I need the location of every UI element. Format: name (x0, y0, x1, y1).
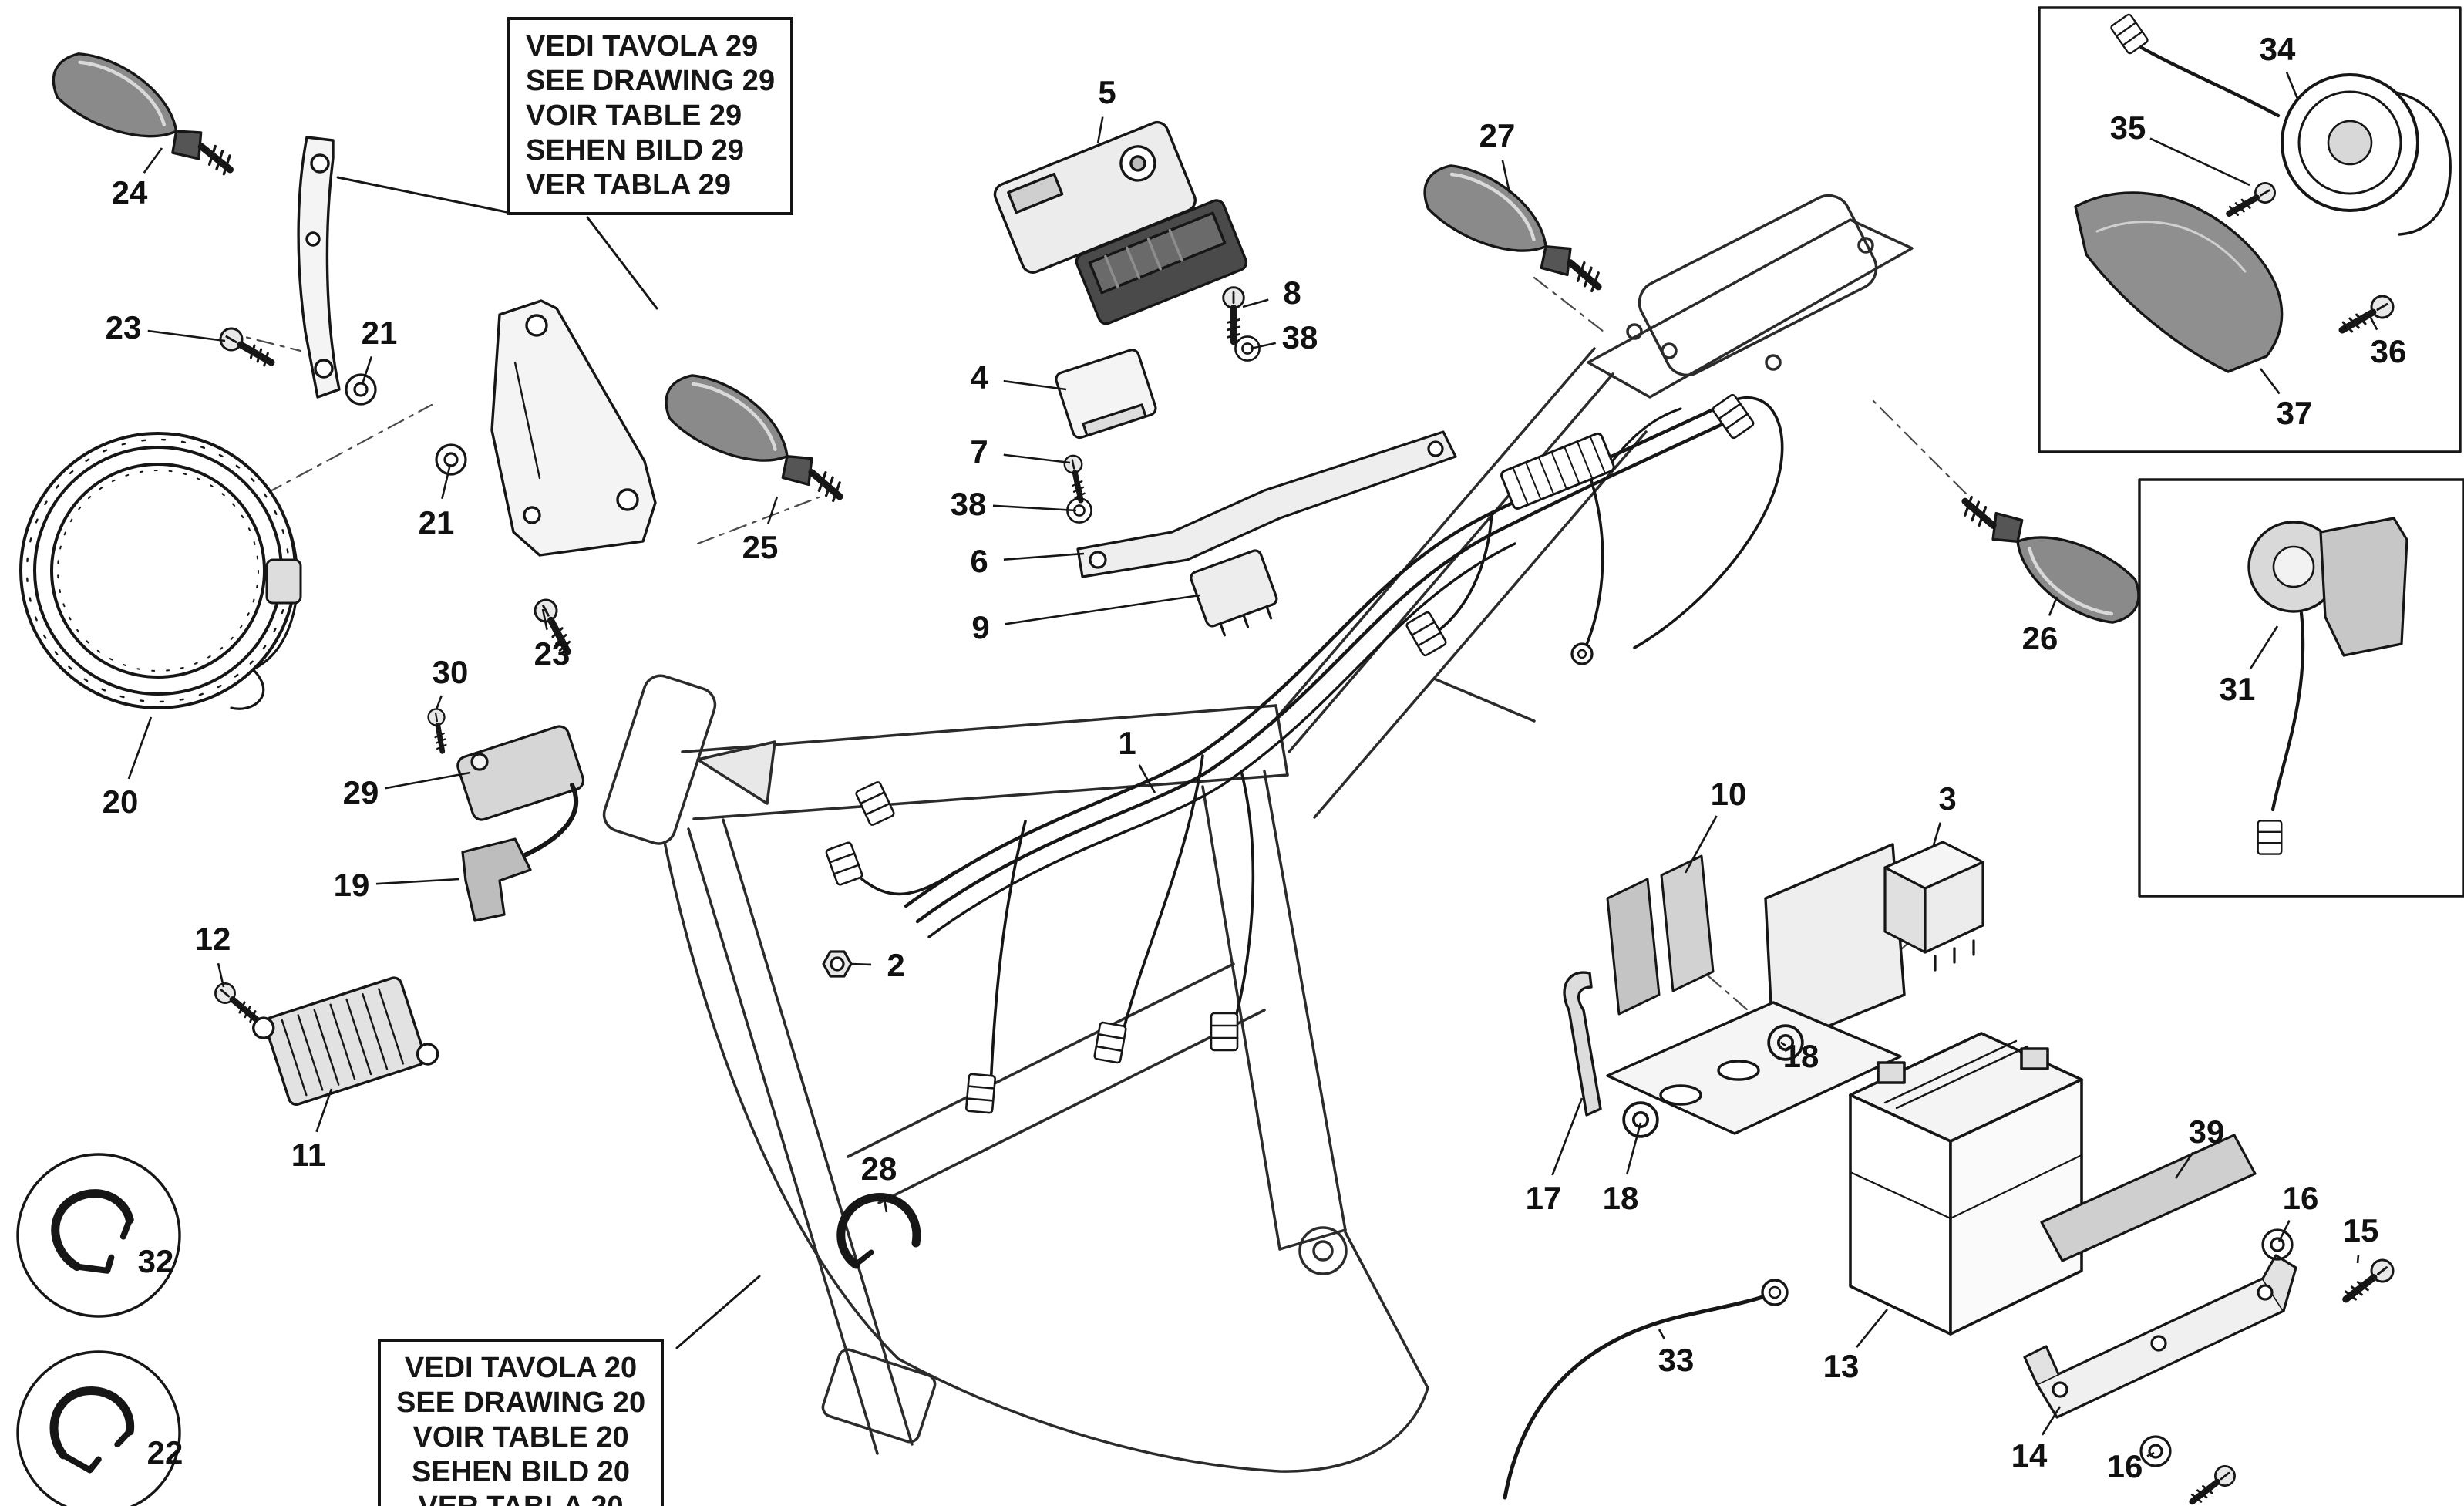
washer-16-bottom-drawing (2139, 1435, 2172, 1467)
clamp-32-detail-drawing (16, 1153, 181, 1318)
note-line: VER TABLA 20 (396, 1490, 645, 1506)
note-line: VEDI TAVOLA 29 (526, 30, 759, 62)
note-line: VEDI TAVOLA 20 (404, 1352, 638, 1384)
note-line: VER TABLA 29 (526, 169, 732, 201)
relay-9-drawing (1190, 549, 1278, 637)
battery-drawing (1849, 1032, 2083, 1336)
motorcycle-frame-drawing (602, 194, 1914, 1473)
turn-indicator-front-right-drawing (655, 362, 860, 516)
nut-2-drawing (822, 950, 853, 978)
turn-indicator-front-left-drawing (42, 40, 249, 190)
note-pointer-lines (336, 176, 761, 1349)
relay-4-drawing (1055, 349, 1157, 440)
screw-15-drawing (2339, 1255, 2398, 1308)
note-line: SEHEN BILD 29 (526, 134, 744, 167)
turn-indicator-rear-right-drawing (1945, 482, 2150, 636)
headlight-bracket-right-drawing (490, 299, 657, 557)
foam-pad-39-drawing (2040, 1134, 2257, 1262)
ground-cable-33-drawing (1503, 1279, 1789, 1500)
note-line: SEHEN BILD 20 (412, 1456, 631, 1488)
ecu-drawing (993, 120, 1248, 325)
regulator-drawing (252, 976, 439, 1106)
screw-23-upper-drawing (217, 325, 277, 372)
note-line: VOIR TABLE 29 (526, 99, 742, 132)
screw-7-drawing (1063, 454, 1089, 503)
spark-plug-cap-drawing (461, 837, 532, 922)
flasher-bracket-6-drawing (1076, 430, 1457, 578)
battery-holder-drawing (1563, 843, 1906, 1135)
battery-strap-14-drawing (2023, 1254, 2297, 1419)
relay-3-drawing (1883, 841, 1984, 972)
screw-bottom-drawing (2186, 1462, 2239, 1506)
rubber-washer-18-lower-drawing (1622, 1101, 1659, 1138)
note-line: SEE DRAWING 20 (396, 1386, 646, 1419)
ignition-coil-drawing (456, 725, 585, 860)
turn-indicator-rear-left-drawing (1413, 152, 1618, 306)
headlight-drawing (19, 432, 302, 710)
foam-pads-10-drawing (1606, 854, 1715, 1016)
clip-28-drawing (836, 1193, 921, 1269)
note-box-see-drawing-29: VEDI TAVOLA 29 SEE DRAWING 29 VOIR TABLE… (507, 17, 794, 215)
note-box-see-drawing-20: VEDI TAVOLA 20 SEE DRAWING 20 VOIR TABLE… (378, 1339, 665, 1506)
screw-8-drawing (1224, 288, 1244, 342)
washer-21-lower-drawing (435, 443, 467, 476)
headlight-bracket-left-drawing (297, 136, 341, 399)
note-line: SEE DRAWING 29 (526, 65, 776, 97)
screw-30-drawing (427, 708, 450, 753)
clamp-22-detail-drawing (16, 1350, 181, 1506)
screw-23-lower-drawing (531, 596, 577, 656)
washer-16-right-drawing (2261, 1228, 2294, 1261)
inset-box-rear-indicator (2038, 6, 2462, 453)
note-line: VOIR TABLE 20 (412, 1421, 629, 1454)
washer-21-upper-drawing (345, 373, 377, 406)
wiring-harness-drawing (824, 393, 1784, 1114)
washer-38-rear-drawing (1234, 335, 1261, 362)
inset-box-switch-31 (2138, 478, 2464, 898)
